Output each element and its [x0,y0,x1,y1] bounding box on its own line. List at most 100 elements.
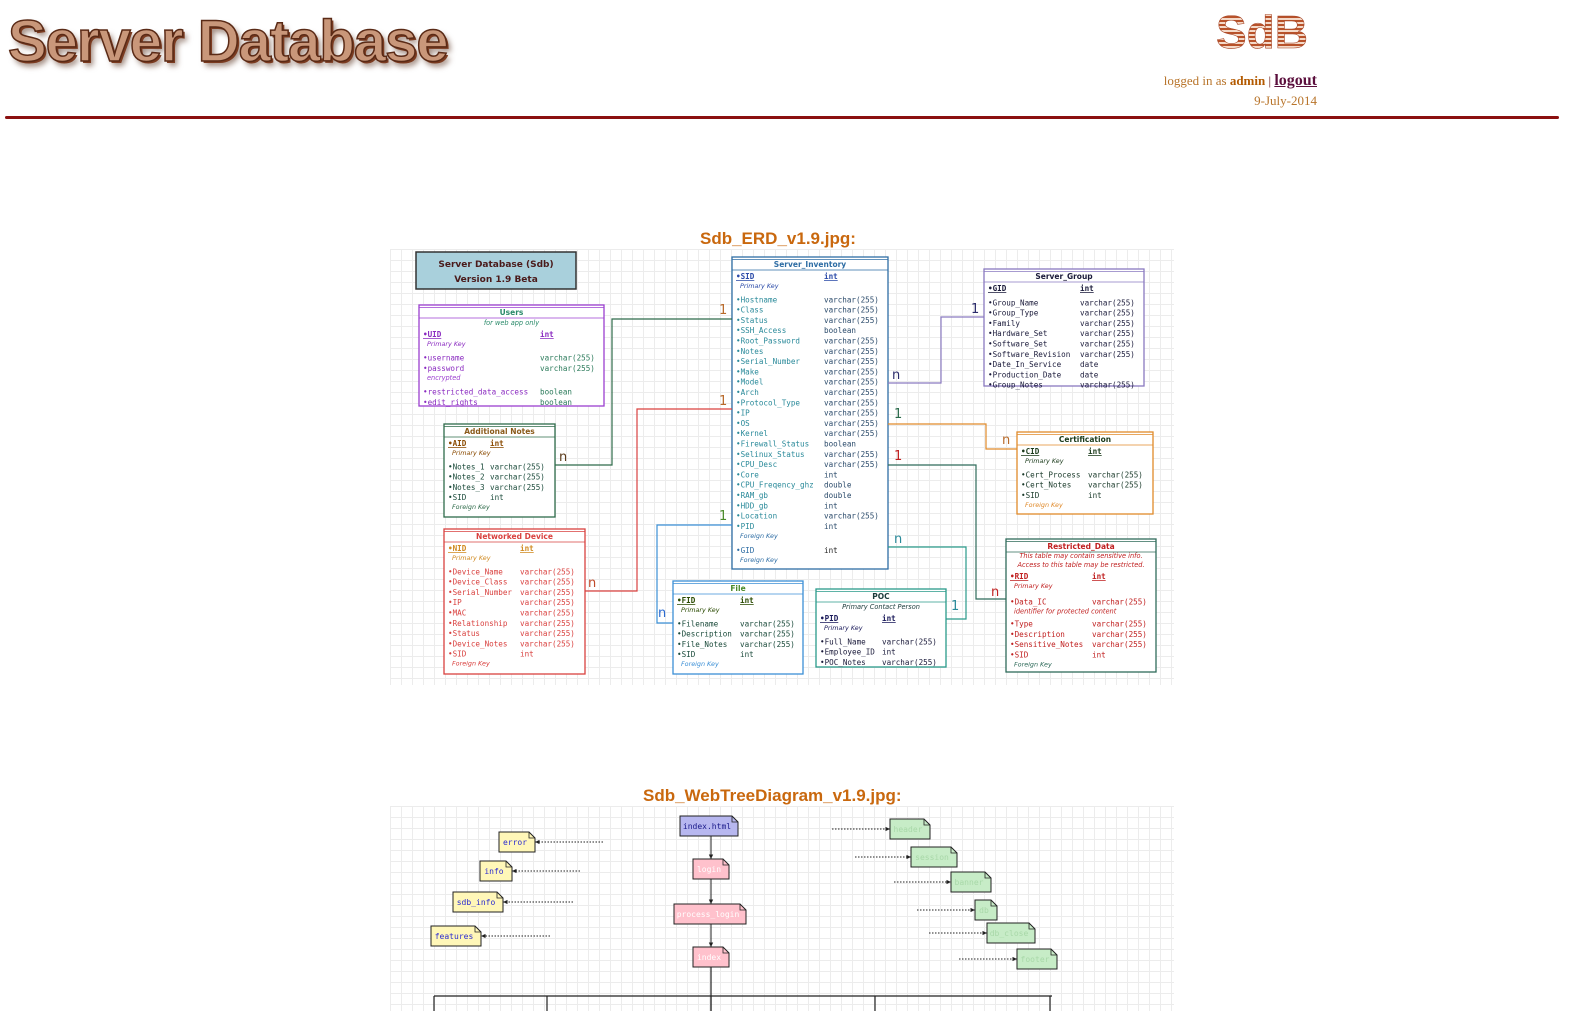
erd-field-name: •Group_Type [988,309,1039,318]
tree-node-db-close-box [986,922,1036,944]
erd-field-name: •Type [1010,620,1033,629]
erd-field-name: •Production_Date [988,370,1062,379]
erd-field-name: •SID [677,650,696,659]
erd-cardinality-one: 1 [719,394,727,409]
erd-field-name: •SID [448,650,467,659]
erd-table-restricted_data [1005,538,1157,673]
erd-field-name: •username [423,354,465,363]
erd-field-name: •Cert_Notes [1021,481,1071,490]
tree-node-db-close: db_close [990,929,1029,938]
tree-node-login-box [692,858,730,880]
erd-banner-line1: Server Database (Sdb) [438,260,553,270]
erd-field-type: varchar(255) [1092,620,1147,629]
tree-node-header: header [894,825,923,834]
erd-cardinality-one: 1 [971,302,979,317]
erd-field-name: •File_Notes [677,640,727,649]
erd-field-name: •restricted_data_access [423,388,528,397]
erd-field-type: varchar(255) [824,347,879,356]
erd-pk-name: •FID [677,596,696,605]
tree-arrowhead [503,899,508,905]
erd-table-name: Additional Notes [464,427,535,436]
erd-field-name: •Serial_Number [448,588,512,597]
tree-node-sdb-info: sdb_info [457,898,496,907]
tree-node-header-box [889,818,931,840]
erd-banner-line2: Version 1.9 Beta [454,275,538,285]
tree-arrowhead [708,854,714,859]
erd-field-name: •Device_Notes [448,639,507,648]
erd-field-name: •Hardware_Set [988,329,1047,338]
tree-arrowhead [946,879,951,885]
erd-field-name: •MAC [448,609,466,618]
site-title: Server Database [7,8,449,75]
erd-field-name: •PID [736,522,755,531]
note-fold [528,832,535,839]
erd-field-type: varchar(255) [824,367,879,376]
erd-pk-name: •NID [448,544,467,553]
erd-fk-label: Foreign Key [1014,661,1052,669]
erd-field-type: varchar(255) [520,598,575,607]
erd-field-type: boolean [824,326,856,335]
erd-table-name: Networked Device [476,532,553,541]
tree-node-index-html: index.html [683,822,731,831]
erd-field-name: •Notes [736,347,763,356]
erd-pk-type: int [740,596,754,605]
erd-pk-type: int [882,614,896,623]
erd-field-name: •Notes_3 [448,483,485,492]
erd-field-name: •Arch [736,388,759,397]
erd-banner-box [415,251,577,290]
erd-field-name: •Kernel [736,429,768,438]
erd-field-type: varchar(255) [824,316,879,325]
erd-table-name: File [730,584,745,593]
erd-field-name: •Group_Name [988,298,1039,307]
tree-node-index-box [692,946,730,968]
erd-pk-label: Primary Key [452,449,491,457]
tree-node-banner-box [950,871,992,893]
erd-field-type: varchar(255) [1080,350,1135,359]
erd-table-name: Users [500,308,524,317]
note-fold [984,872,991,879]
erd-field-type: int [824,546,838,555]
erd-field-type: varchar(255) [520,578,575,587]
erd-field-type: varchar(255) [824,295,879,304]
tree-node-session: session [915,853,949,862]
erd-field-type: varchar(255) [520,629,575,638]
erd-table-subtitle: for web app only [484,319,539,327]
tree-arrowhead [885,826,890,832]
tree-arrowhead [906,854,911,860]
tree-node-error: error [503,838,527,847]
erd-table-name: POC [872,592,890,601]
erd-field-type: varchar(255) [1080,309,1135,318]
tree-node-features-box [430,925,482,947]
login-separator: | [1268,73,1272,88]
erd-field-type: varchar(255) [1080,319,1135,328]
erd-cardinality-many: n [892,368,900,383]
erd-table-file [672,580,804,675]
erd-cardinality-one: 1 [719,509,727,524]
erd-cardinality-many: n [991,585,999,600]
erd-field-type: varchar(255) [824,357,879,366]
erd-field-name: •IP [736,409,750,418]
note-fold [505,861,512,868]
erd-field-type: double [824,481,852,490]
erd-field-name: •Device_Class [448,578,507,587]
logout-link[interactable]: logout [1274,72,1317,89]
erd-field-type: varchar(255) [540,354,595,363]
erd-field-type: int [520,650,534,659]
erd-figure-title: Sdb_ERD_v1.9.jpg: [700,229,856,248]
erd-field-name: •SSH_Access [736,326,786,335]
erd-field-note: identifier for protected content [1014,607,1117,615]
erd-table-name: Restricted_Data [1047,542,1114,551]
note-fold [1050,949,1057,956]
erd-field-type: int [824,522,838,531]
erd-cardinality-one: 1 [894,407,902,422]
erd-table-server_inventory [731,256,889,570]
current-username: admin [1229,73,1266,88]
erd-table-users [418,304,605,407]
note-fold [722,947,729,954]
note-fold [496,892,503,899]
erd-field-type: boolean [540,398,572,407]
erd-table-warning: This table may contain sensitive info. [1019,552,1142,560]
note-fold [950,847,957,854]
erd-field-name: •Group_Notes [988,381,1043,390]
erd-field-type: varchar(255) [824,306,879,315]
